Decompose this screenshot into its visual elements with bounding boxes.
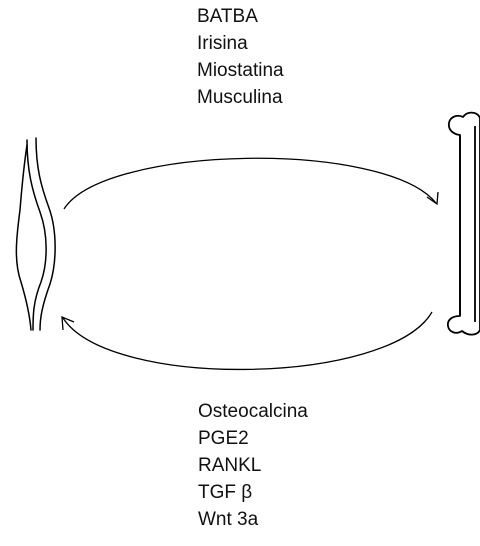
factor-label: Osteocalcina	[198, 398, 308, 425]
factor-label: RANKL	[198, 452, 308, 479]
bone-to-muscle-factor-list: Osteocalcina PGE2 RANKL TGF β Wnt 3a	[198, 398, 308, 533]
factor-label: TGF β	[198, 479, 308, 506]
factor-label: Musculina	[197, 84, 284, 111]
factor-label: Irisina	[197, 30, 284, 57]
arrow-muscle-to-bone	[64, 158, 438, 209]
factor-label: Miostatina	[197, 57, 284, 84]
bone-icon	[448, 113, 480, 335]
factor-label: PGE2	[198, 425, 308, 452]
factor-label: BATBA	[197, 3, 284, 30]
arrow-bone-to-muscle	[62, 312, 432, 369]
muscle-to-bone-factor-list: BATBA Irisina Miostatina Musculina	[197, 3, 284, 111]
muscle-icon	[16, 138, 55, 330]
factor-label: Wnt 3a	[198, 506, 308, 533]
